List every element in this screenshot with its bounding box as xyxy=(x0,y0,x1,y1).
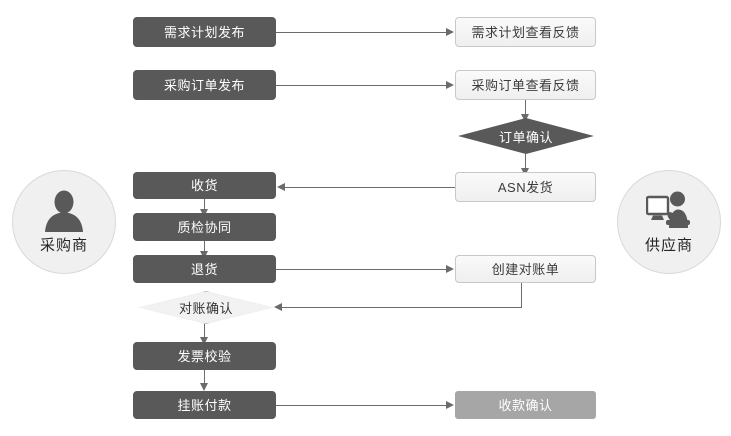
node-return-goods[interactable]: 退货 xyxy=(133,255,276,283)
node-label: 发票校验 xyxy=(177,348,232,364)
node-label: 质检协同 xyxy=(177,219,232,235)
edge-statement-back-arrowhead xyxy=(274,302,282,311)
node-label: 创建对账单 xyxy=(491,261,560,277)
edge-statement-back-line xyxy=(282,307,522,308)
actor-supplier-label: 供应商 xyxy=(644,236,693,254)
edge-invoice-to-payable-line xyxy=(204,370,205,383)
node-payable-payment[interactable]: 挂账付款 xyxy=(133,391,276,419)
edge-receive-to-quality-line xyxy=(204,199,205,209)
node-order-confirm[interactable]: 订单确认 xyxy=(458,118,594,154)
actor-buyer[interactable]: 采购商 xyxy=(12,170,116,274)
edge-asn-to-receive-line xyxy=(285,187,455,188)
edge-invoice-to-payable-arrowhead xyxy=(200,383,208,391)
person-icon xyxy=(41,190,87,232)
node-po-publish[interactable]: 采购订单发布 xyxy=(133,70,276,100)
edge-confirm-to-asn-line xyxy=(525,154,526,168)
node-label: 对账确认 xyxy=(178,301,233,316)
node-receive-goods[interactable]: 收货 xyxy=(133,172,276,199)
actor-buyer-label: 采购商 xyxy=(39,236,88,254)
edge-demand-plan-line xyxy=(276,32,446,33)
edge-return-to-statement-line xyxy=(276,269,446,270)
node-label: 需求计划查看反馈 xyxy=(471,24,580,40)
person-with-computer-icon xyxy=(646,190,692,232)
node-quality-collab[interactable]: 质检协同 xyxy=(133,213,276,241)
node-label: 采购订单发布 xyxy=(163,77,245,93)
node-label: 收款确认 xyxy=(498,397,553,413)
node-demand-plan-publish[interactable]: 需求计划发布 xyxy=(133,17,276,47)
node-label: ASN发货 xyxy=(497,179,554,195)
node-label: 收货 xyxy=(190,178,218,193)
node-label: 订单确认 xyxy=(498,129,553,145)
edge-payable-to-receipt-arrowhead xyxy=(446,400,454,409)
edge-quality-to-return-line xyxy=(204,241,205,251)
node-label: 需求计划发布 xyxy=(163,24,245,40)
edge-po-line xyxy=(276,85,446,86)
node-invoice-check[interactable]: 发票校验 xyxy=(133,342,276,370)
node-asn-ship[interactable]: ASN发货 xyxy=(455,172,596,202)
edge-payable-to-receipt-line xyxy=(276,405,446,406)
node-label: 采购订单查看反馈 xyxy=(471,77,580,93)
actor-supplier[interactable]: 供应商 xyxy=(617,170,721,274)
edge-po-arrowhead xyxy=(446,80,454,89)
edge-return-to-statement-arrowhead xyxy=(446,264,454,273)
edge-po-to-confirm-line xyxy=(525,100,526,114)
edge-statement-drop-line xyxy=(521,283,522,308)
edge-confirm-to-invoice-line xyxy=(204,324,205,337)
edge-demand-plan-arrowhead xyxy=(446,27,454,36)
node-demand-plan-feedback[interactable]: 需求计划查看反馈 xyxy=(455,17,596,47)
node-label: 退货 xyxy=(190,261,218,277)
node-create-statement[interactable]: 创建对账单 xyxy=(455,255,596,283)
edge-po-to-confirm-arrowhead xyxy=(521,114,529,122)
edge-confirm-to-invoice-arrowhead xyxy=(200,337,208,345)
edge-asn-to-receive-arrowhead xyxy=(277,182,285,191)
node-po-feedback[interactable]: 采购订单查看反馈 xyxy=(455,70,596,100)
node-receipt-confirm[interactable]: 收款确认 xyxy=(455,391,596,419)
node-label: 挂账付款 xyxy=(177,397,232,413)
node-statement-confirm[interactable]: 对账确认 xyxy=(138,291,274,324)
